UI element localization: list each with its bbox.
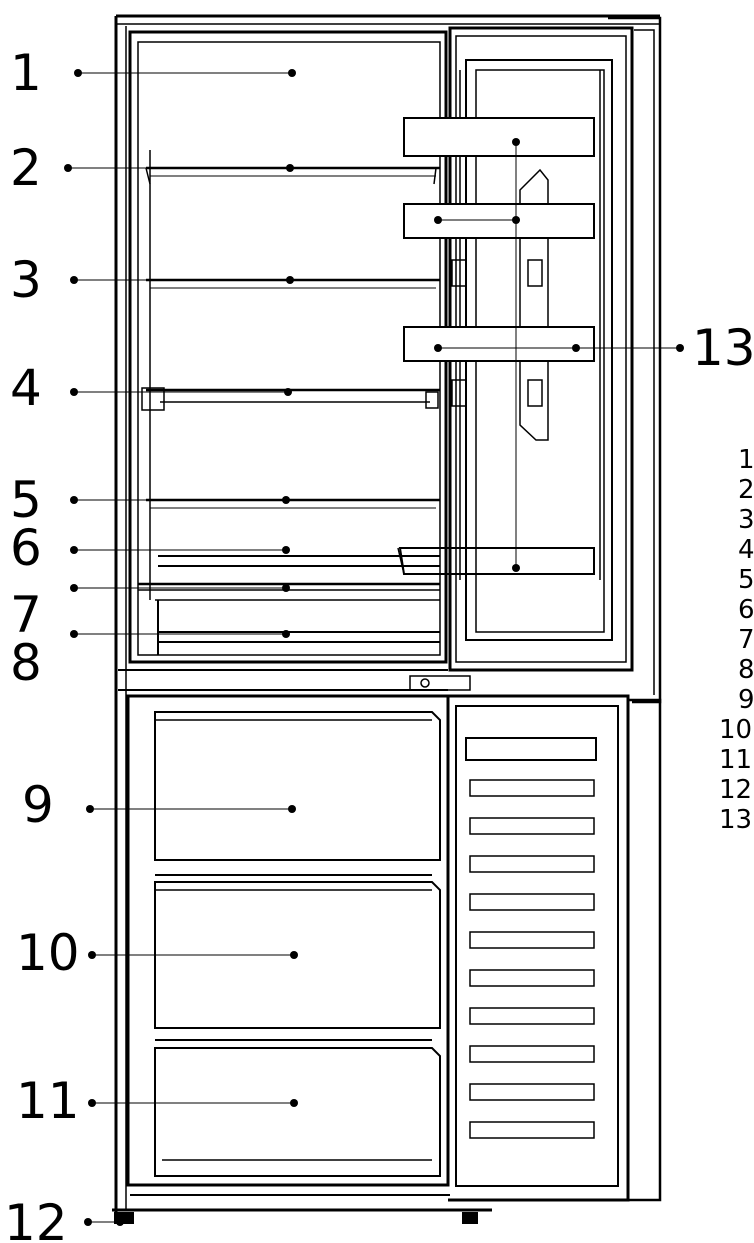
legend-number: 8 xyxy=(738,655,754,685)
leader-dot xyxy=(88,951,96,959)
leader-dot xyxy=(70,546,78,554)
callout-13-dot xyxy=(434,344,442,352)
target-dot xyxy=(284,388,292,396)
target-dot xyxy=(286,276,294,284)
target-dot xyxy=(290,951,298,959)
target-dot xyxy=(282,584,290,592)
freezer-door-slat xyxy=(469,969,595,987)
crisper-area xyxy=(138,555,440,655)
callout-number: 13 xyxy=(692,319,754,377)
callout-7: 7 xyxy=(10,584,290,644)
legend-number: 11 xyxy=(719,745,752,775)
target-dot xyxy=(290,1099,298,1107)
callout-number: 11 xyxy=(16,1072,80,1130)
freezer-door-slat xyxy=(469,1121,595,1139)
callout-12: 12 xyxy=(4,1194,124,1243)
callout-number: 9 xyxy=(22,776,54,834)
freezer-compartment xyxy=(126,694,450,1187)
legend-number: 13 xyxy=(719,805,752,835)
callout-number: 6 xyxy=(10,519,42,577)
freezer-door-slat xyxy=(469,1083,595,1101)
callout-number: 8 xyxy=(10,634,42,692)
callout-1: 1 xyxy=(10,44,296,102)
leader-dot xyxy=(74,69,82,77)
leader-dot xyxy=(70,584,78,592)
callout-number: 7 xyxy=(10,586,42,644)
freezer-door-slats xyxy=(469,779,595,1139)
callout-10: 10 xyxy=(16,924,298,982)
target-dot xyxy=(282,630,290,638)
target-dot xyxy=(288,805,296,813)
callout-number: 5 xyxy=(10,471,42,529)
legend-number: 9 xyxy=(738,685,754,715)
callout-13-dot xyxy=(512,138,520,146)
legend-number: 5 xyxy=(738,565,754,595)
legend-number: 4 xyxy=(738,535,754,565)
leader-dot xyxy=(70,276,78,284)
callout-number: 2 xyxy=(10,139,42,197)
leader-dot xyxy=(70,630,78,638)
leader-dot xyxy=(88,1099,96,1107)
fridge-compartment xyxy=(128,30,448,664)
fridge-door xyxy=(448,16,662,704)
callout-13-dot xyxy=(434,216,442,224)
callout-number: 4 xyxy=(10,359,42,417)
legend-number: 10 xyxy=(719,715,752,745)
leader-dot xyxy=(86,805,94,813)
legend-number: 2 xyxy=(738,475,754,505)
freezer-door-slat xyxy=(469,1007,595,1025)
callout-8: 8 xyxy=(10,630,290,692)
freezer-door xyxy=(448,694,662,1202)
legend-number: 7 xyxy=(738,625,754,655)
freezer-door-slat xyxy=(469,817,595,835)
callout-9: 9 xyxy=(22,776,296,834)
callout-13-dot xyxy=(512,564,520,572)
legend-number: 3 xyxy=(738,505,754,535)
callout-13: 13 xyxy=(572,319,754,377)
freezer-door-slat xyxy=(469,779,595,797)
legend-number: 1 xyxy=(738,445,754,475)
leader-dot xyxy=(64,164,72,172)
leader-dot xyxy=(676,344,684,352)
callout-11: 11 xyxy=(16,1072,298,1130)
freezer-door-slat xyxy=(469,855,595,873)
callout-13-dot xyxy=(512,216,520,224)
callout-number: 1 xyxy=(10,44,42,102)
callout-number: 12 xyxy=(4,1194,68,1243)
target-dot xyxy=(282,496,290,504)
callout-6: 6 xyxy=(10,519,290,577)
legend-number: 6 xyxy=(738,595,754,625)
door-balconies xyxy=(397,117,595,575)
freezer-door-slat xyxy=(469,1045,595,1063)
compartment-divider xyxy=(118,669,471,691)
target-dot xyxy=(288,69,296,77)
freezer-door-slat xyxy=(469,893,595,911)
callout-4: 4 xyxy=(10,359,292,417)
callout-2: 2 xyxy=(10,139,294,197)
freezer-door-slat xyxy=(469,931,595,949)
target-dot xyxy=(286,164,294,172)
refrigerator-outline xyxy=(112,14,660,1224)
target-dot xyxy=(116,1218,124,1226)
leader-dot xyxy=(84,1218,92,1226)
leader-dot xyxy=(70,496,78,504)
target-dot xyxy=(282,546,290,554)
callout-3: 3 xyxy=(10,251,294,309)
callout-5: 5 xyxy=(10,471,290,529)
fridge-shelves xyxy=(141,166,440,509)
leader-dot xyxy=(70,388,78,396)
callout-number: 10 xyxy=(16,924,80,982)
legend-number: 12 xyxy=(719,775,752,805)
callout-number: 3 xyxy=(10,251,42,309)
